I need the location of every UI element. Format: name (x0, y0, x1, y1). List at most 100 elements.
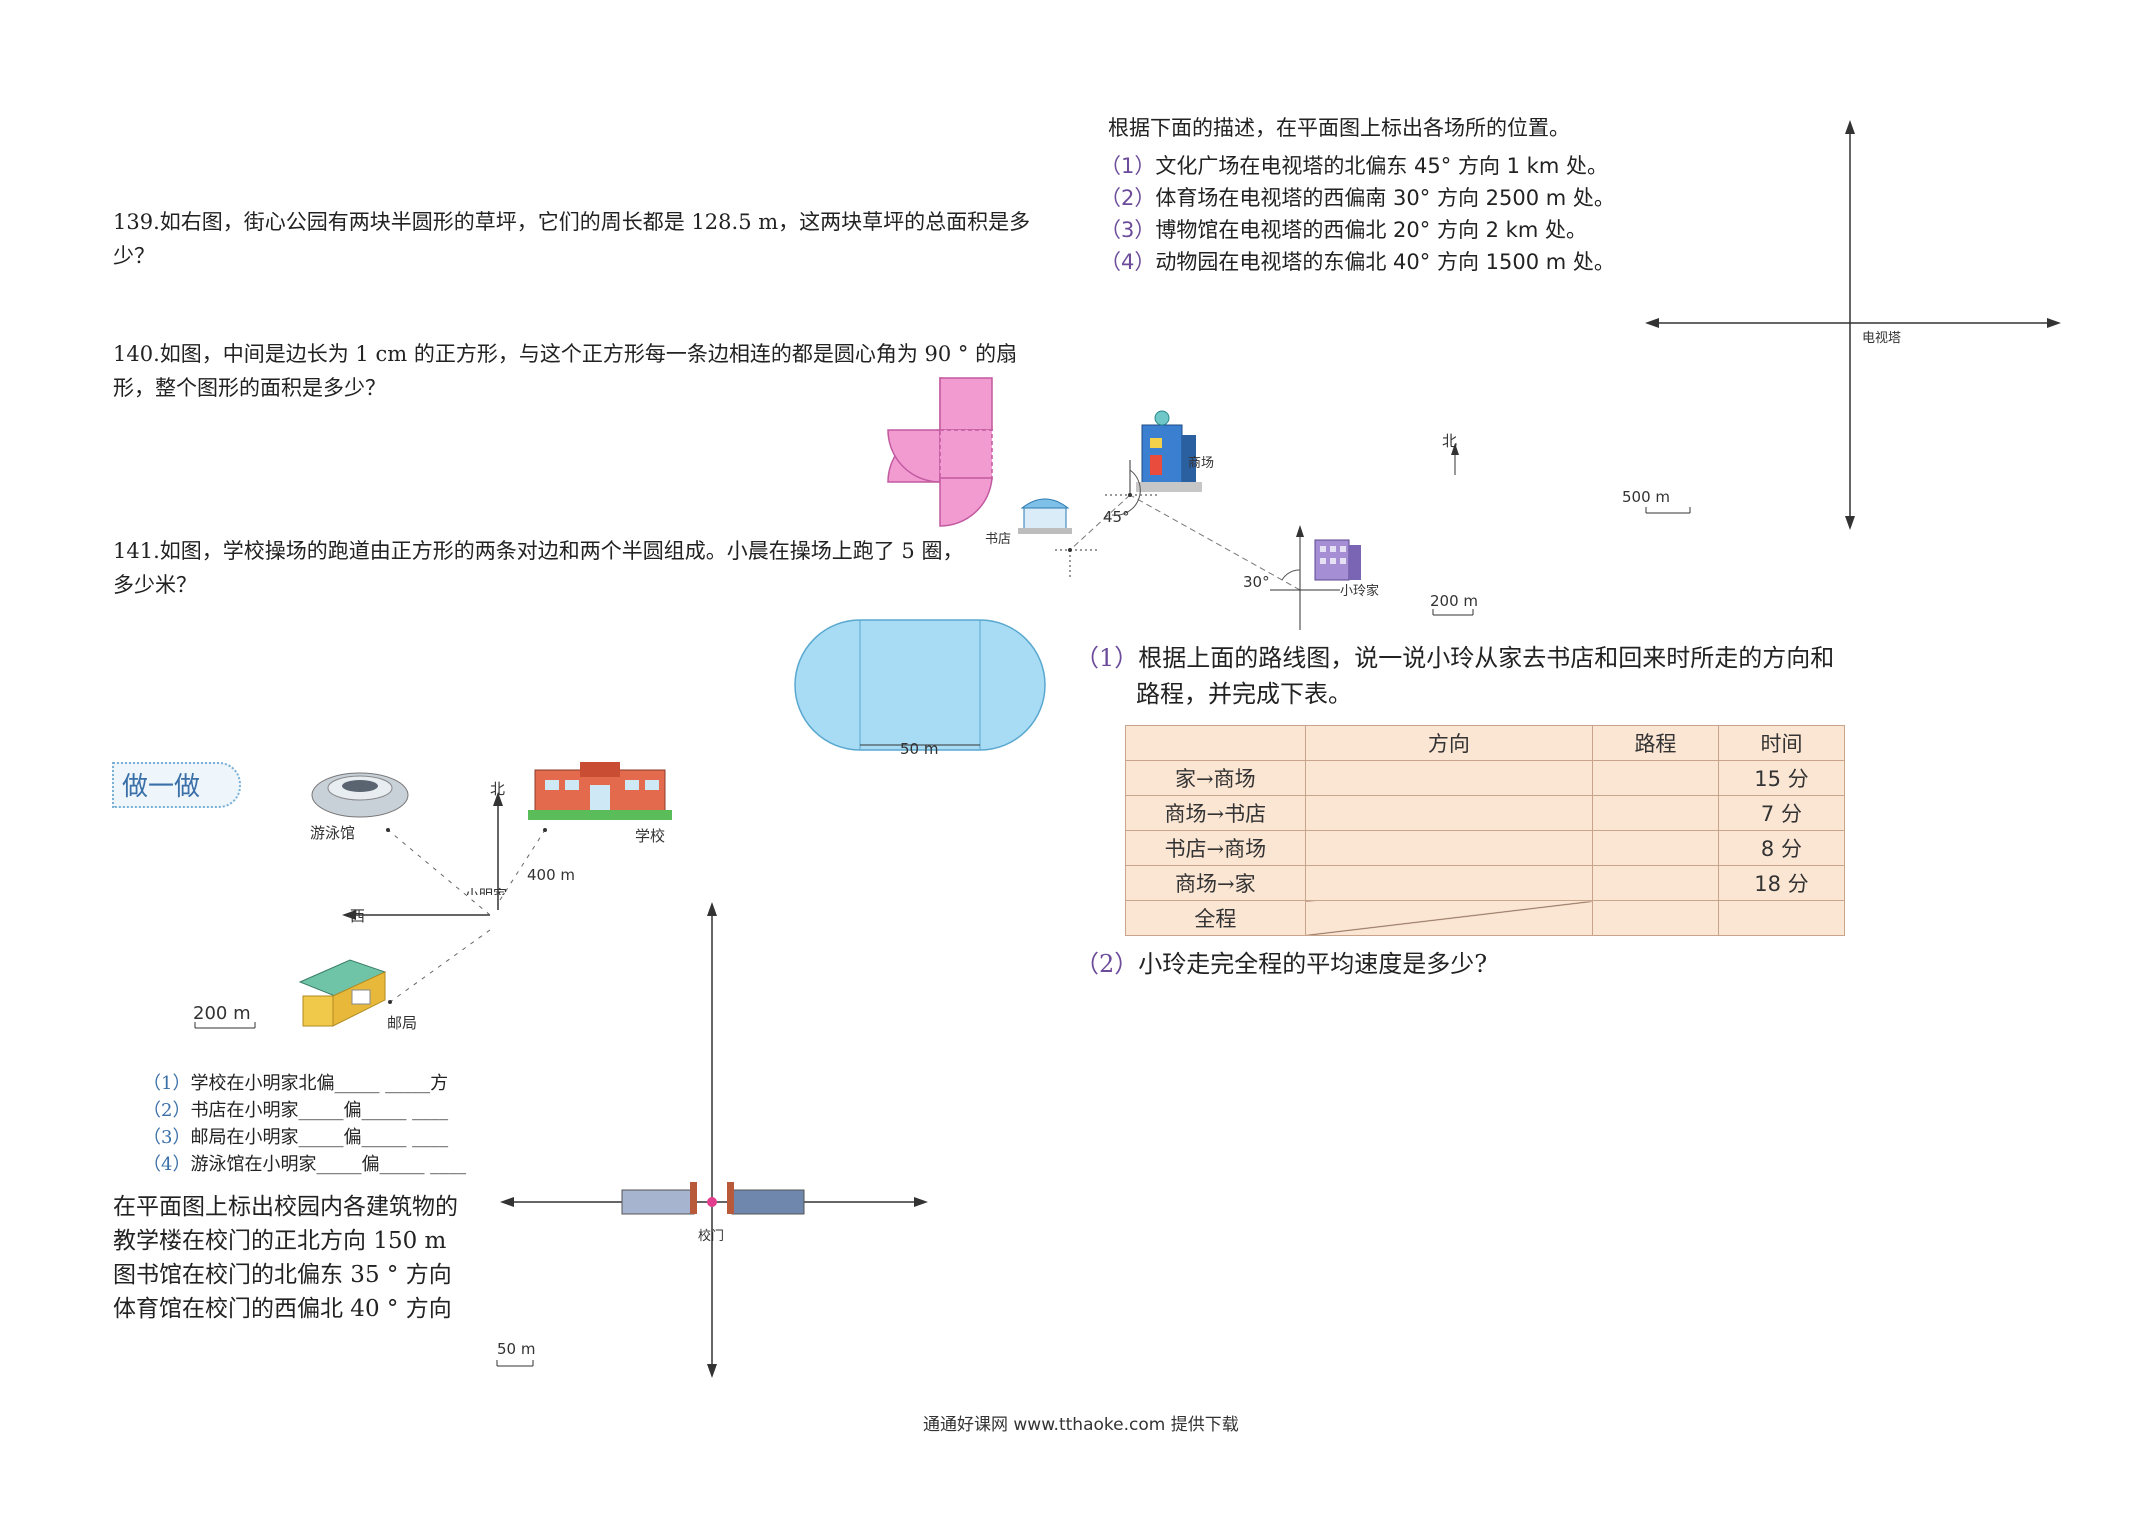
route-scale-label: 200 m (1430, 592, 1479, 610)
zuoyizuo-school-label: 学校 (635, 827, 666, 845)
table-cell-time: 8 分 (1717, 830, 1846, 866)
tower-intro: 根据下面的描述，在平面图上标出各场所的位置。 (1108, 116, 1570, 140)
tower-item-2: （2）体育场在电视塔的西偏南 30° 方向 2500 m 处。 (1100, 182, 1615, 214)
problem-140-line1: 140.如图，中间是边长为 1 cm 的正方形，与这个正方形每一条边相连的都是圆… (113, 342, 1018, 366)
zq3-num: （3） (143, 1127, 191, 1148)
zuoyizuo-dist-label: 400 m (527, 866, 576, 884)
tower-item-2-text: 体育场在电视塔的西偏南 30° 方向 2500 m 处。 (1155, 186, 1615, 210)
zuoyizuo-post-label: 邮局 (387, 1014, 418, 1032)
table-cell-distance[interactable] (1591, 900, 1719, 936)
zq1-num: （1） (143, 1073, 191, 1094)
tower-item-4: （4）动物园在电视塔的东偏北 40° 方向 1500 m 处。 (1100, 246, 1615, 278)
zuoyizuo-badge-label: 做一做 (122, 772, 201, 802)
table-cell-time (1717, 900, 1846, 936)
table-cell-time: 15 分 (1717, 760, 1846, 796)
running-track (794, 619, 1046, 751)
table-header-cell: 时间 (1717, 725, 1846, 761)
route-q1-num: （1） (1075, 644, 1139, 672)
campus-scale-label: 50 m (497, 1340, 536, 1358)
problem-139-line2: 少？ (113, 244, 155, 268)
table-cell-label: 商场→书店 (1125, 795, 1306, 831)
campus-line4: 体育馆在校门的西偏北 40 ° 方向 (113, 1296, 452, 1322)
table-cell-distance[interactable] (1591, 830, 1719, 866)
zuoyizuo-swim-label: 游泳馆 (310, 824, 356, 842)
route-table: 方向 路程 时间 家→商场 15 分 商场→书店 7 分 书店→商场 8 分 商… (1125, 725, 1846, 936)
tower-center-label: 电视塔 (1862, 331, 1902, 346)
zuoyizuo-badge: 做一做 (112, 762, 241, 808)
zq2-text: 书店在小明家_____偏_____ ____ (190, 1100, 449, 1121)
problem-141-line1: 141.如图，学校操场的跑道由正方形的两条对边和两个半圆组成。小晨在操场上跑了 … (113, 539, 964, 563)
table-cell-direction-total (1304, 900, 1593, 936)
route-map (1018, 410, 1474, 630)
route-q2-text: 小玲走完全程的平均速度是多少? (1138, 950, 1488, 978)
table-header-row: 方向 路程 时间 (1125, 725, 1846, 761)
tower-item-3: （3）博物馆在电视塔的西偏北 20° 方向 2 km 处。 (1100, 214, 1587, 246)
table-cell-label: 全程 (1125, 900, 1306, 936)
route-q1-line2: 路程，并完成下表。 (1136, 680, 1352, 708)
zuoyizuo-questions: （1）学校在小明家北偏_____ _____方 （2）书店在小明家_____偏_… (143, 1070, 493, 1185)
campus-line1: 在平面图上标出校园内各建筑物的 (113, 1194, 458, 1220)
table-cell-distance[interactable] (1591, 865, 1719, 901)
table-row: 家→商场 15 分 (1125, 760, 1846, 796)
zuoyizuo-home-label: 小明家 (465, 888, 507, 904)
table-row: 书店→商场 8 分 (1125, 830, 1846, 866)
campus-text: 在平面图上标出校园内各建筑物的 教学楼在校门的正北方向 150 m 图书馆在校门… (113, 1190, 493, 1330)
sector-figure (887, 377, 993, 527)
route-north-label: 北 (1442, 432, 1458, 450)
table-header-cell: 路程 (1591, 725, 1719, 761)
zq1-text: 学校在小明家北偏_____ _____方 (190, 1073, 449, 1094)
route-bookstore-label: 书店 (985, 532, 1012, 547)
table-cell-time: 7 分 (1717, 795, 1846, 831)
problem-139-line1: 139.如右图，街心公园有两块半圆形的草坪，它们的周长都是 128.5 m，这两… (113, 210, 1031, 234)
table-row: 商场→书店 7 分 (1125, 795, 1846, 831)
table-cell-time: 18 分 (1717, 865, 1846, 901)
table-cell-direction[interactable] (1304, 795, 1593, 831)
table-cell-label: 家→商场 (1125, 760, 1306, 796)
table-cell-label: 书店→商场 (1125, 830, 1306, 866)
zq2-num: （2） (143, 1100, 191, 1121)
tower-item-4-num: （4） (1100, 250, 1156, 274)
table-header-cell: 方向 (1304, 725, 1593, 761)
table-cell-direction[interactable] (1304, 865, 1593, 901)
zq3-text: 邮局在小明家_____偏_____ ____ (190, 1127, 449, 1148)
problem-141-line2: 多少米？ (113, 573, 197, 597)
table-cell-distance[interactable] (1591, 795, 1719, 831)
route-q2: （2）小玲走完全程的平均速度是多少? (1075, 946, 1487, 982)
zuoyizuo-map (194, 762, 672, 1029)
campus-line2: 教学楼在校门的正北方向 150 m (113, 1228, 447, 1254)
tower-item-1-num: （1） (1100, 154, 1156, 178)
table-row: 商场→家 18 分 (1125, 865, 1846, 901)
tower-item-3-num: （3） (1100, 218, 1156, 242)
track-scale-label: 50 m (900, 740, 939, 758)
tower-item-1: （1）文化广场在电视塔的北偏东 45° 方向 1 km 处。 (1100, 150, 1608, 182)
tower-item-2-num: （2） (1100, 186, 1156, 210)
table-cell-direction[interactable] (1304, 760, 1593, 796)
tower-axes (1645, 120, 2061, 530)
tower-item-1-text: 文化广场在电视塔的北偏东 45° 方向 1 km 处。 (1155, 154, 1608, 178)
campus-gate-label: 校门 (698, 1229, 725, 1244)
route-home-label: 小玲家 (1340, 584, 1380, 599)
table-row: 全程 (1125, 900, 1846, 936)
problem-140-line2: 形，整个图形的面积是多少？ (113, 376, 386, 400)
campus-axes (496, 902, 928, 1378)
route-q2-num: （2） (1075, 950, 1139, 978)
route-q1-line1: （1）根据上面的路线图，说一说小玲从家去书店和回来时所走的方向和 (1075, 640, 1834, 676)
zuoyizuo-west-label: 西 (350, 907, 366, 925)
campus-line3: 图书馆在校门的北偏东 35 ° 方向 (113, 1262, 452, 1288)
footer-text: 通通好课网 www.tthaoke.com 提供下载 (923, 1415, 1239, 1435)
zq4-num: （4） (143, 1154, 191, 1175)
tower-item-4-text: 动物园在电视塔的东偏北 40° 方向 1500 m 处。 (1155, 250, 1615, 274)
zq4-text: 游泳馆在小明家_____偏_____ ____ (190, 1154, 467, 1175)
table-cell-distance[interactable] (1591, 760, 1719, 796)
route-angle2-label: 30° (1243, 573, 1270, 591)
table-header-cell (1125, 725, 1306, 761)
route-q1-text1: 根据上面的路线图，说一说小玲从家去书店和回来时所走的方向和 (1138, 644, 1835, 672)
table-cell-label: 商场→家 (1125, 865, 1306, 901)
table-cell-direction[interactable] (1304, 830, 1593, 866)
zuoyizuo-north-label: 北 (490, 780, 506, 798)
route-mall-label: 商场 (1188, 456, 1215, 471)
route-angle1-label: 45° (1103, 508, 1130, 526)
tower-item-3-text: 博物馆在电视塔的西偏北 20° 方向 2 km 处。 (1155, 218, 1587, 242)
zuoyizuo-scale-label: 200 m (193, 1003, 251, 1024)
tower-scale-label: 500 m (1622, 488, 1671, 506)
